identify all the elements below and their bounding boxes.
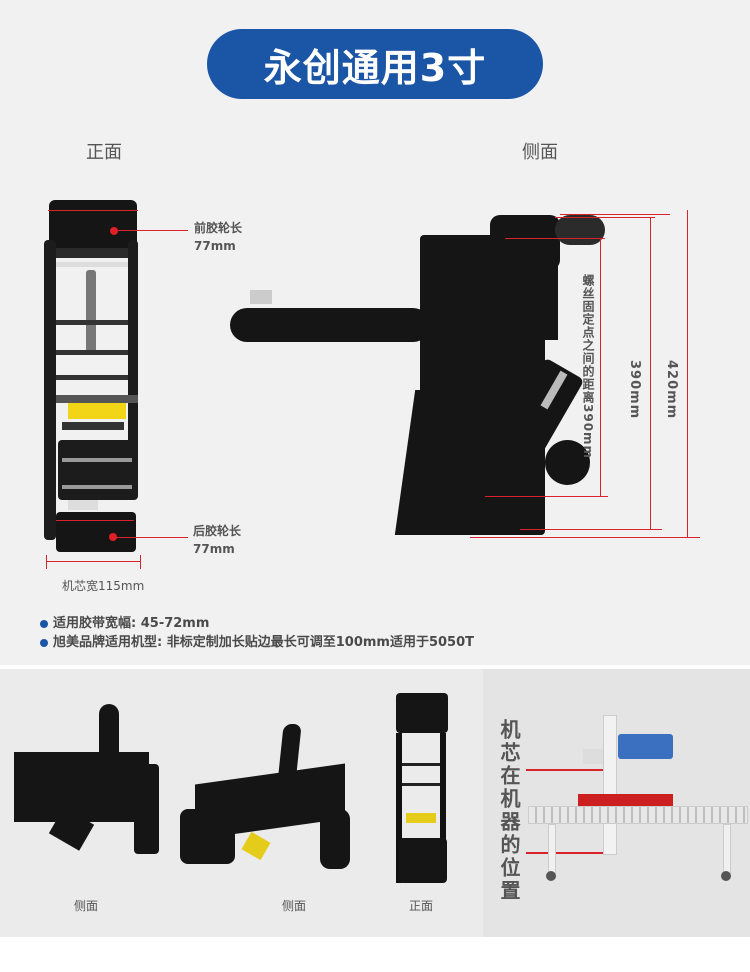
gallery-front-view bbox=[396, 693, 448, 883]
bullet-icon bbox=[40, 619, 48, 628]
rear-roller-marker bbox=[109, 533, 117, 541]
front-roller-leader bbox=[116, 230, 188, 231]
gallery-caption-front: 正面 bbox=[409, 899, 434, 913]
front-roller-annotation: 前胶轮长 77mm bbox=[194, 219, 242, 255]
dim-390-label: 390mm bbox=[627, 360, 642, 420]
front-view-image bbox=[44, 200, 140, 552]
spec-text: 适用胶带宽幅: 45-72mm bbox=[53, 616, 210, 631]
bullet-icon bbox=[40, 638, 48, 647]
side-view-image bbox=[220, 210, 620, 550]
rear-roller-leader bbox=[116, 537, 188, 538]
rear-roller-width-line bbox=[56, 520, 134, 521]
product-spec-section: 永创通用3寸 正面 侧面 前胶轮长 77mm 后胶轮长 77mm 机芯宽115m… bbox=[0, 0, 750, 665]
core-width-tick-right bbox=[140, 555, 141, 569]
dim-420-top-line bbox=[560, 214, 670, 215]
side-view-label: 侧面 bbox=[522, 142, 558, 163]
spec-list: 适用胶带宽幅: 45-72mm 旭美品牌适用机型: 非标定制加长贴边最长可调至1… bbox=[40, 614, 474, 652]
front-roller-width-line bbox=[48, 210, 138, 211]
screw-bottom-line bbox=[485, 496, 608, 497]
machine-position-label: 机芯在机器的位置 bbox=[497, 719, 521, 903]
position-marker-top bbox=[526, 769, 604, 771]
dim-390-top-line bbox=[555, 217, 655, 218]
core-width-tick-left bbox=[46, 555, 47, 569]
spec-item: 适用胶带宽幅: 45-72mm bbox=[40, 614, 474, 633]
spec-text: 旭美品牌适用机型: 非标定制加长贴边最长可调至100mm适用于5050T bbox=[53, 635, 475, 650]
spec-item: 旭美品牌适用机型: 非标定制加长贴边最长可调至100mm适用于5050T bbox=[40, 633, 474, 652]
gallery-caption-side-1: 侧面 bbox=[74, 899, 99, 913]
dim-420-label: 420mm bbox=[664, 360, 679, 420]
title-banner: 永创通用3寸 bbox=[207, 29, 543, 99]
front-roller-value: 77mm bbox=[194, 239, 236, 253]
screw-distance-label: 螺丝固定点之间的距离390mm bbox=[581, 274, 595, 460]
gallery-side-view-1 bbox=[14, 704, 164, 854]
dim-420-vertical-line bbox=[687, 210, 688, 537]
screw-top-line bbox=[505, 238, 605, 239]
gallery-side-view-2 bbox=[180, 724, 365, 869]
gallery-caption-side-2: 侧面 bbox=[282, 899, 307, 913]
rear-roller-label: 后胶轮长 bbox=[193, 524, 242, 538]
title-text: 永创通用3寸 bbox=[263, 45, 487, 90]
front-roller-marker bbox=[110, 227, 118, 235]
machine-position-panel: 机芯在机器的位置 bbox=[483, 669, 750, 937]
dim-390-bottom-line bbox=[520, 529, 662, 530]
core-width-label: 机芯宽115mm bbox=[62, 579, 145, 593]
gallery-section: 侧面 侧面 正面 机芯在机器的位置 bbox=[0, 669, 750, 937]
carton-sealer-image bbox=[528, 709, 748, 889]
position-marker-bottom bbox=[526, 852, 604, 854]
front-view-label: 正面 bbox=[86, 142, 122, 163]
dim-390-vertical-line bbox=[650, 217, 651, 529]
dim-420-bottom-line bbox=[470, 537, 700, 538]
screw-vertical-line bbox=[600, 238, 601, 496]
rear-roller-annotation: 后胶轮长 77mm bbox=[193, 522, 241, 558]
front-roller-label: 前胶轮长 bbox=[194, 221, 243, 235]
rear-roller-value: 77mm bbox=[193, 542, 235, 556]
core-width-line bbox=[46, 561, 141, 562]
